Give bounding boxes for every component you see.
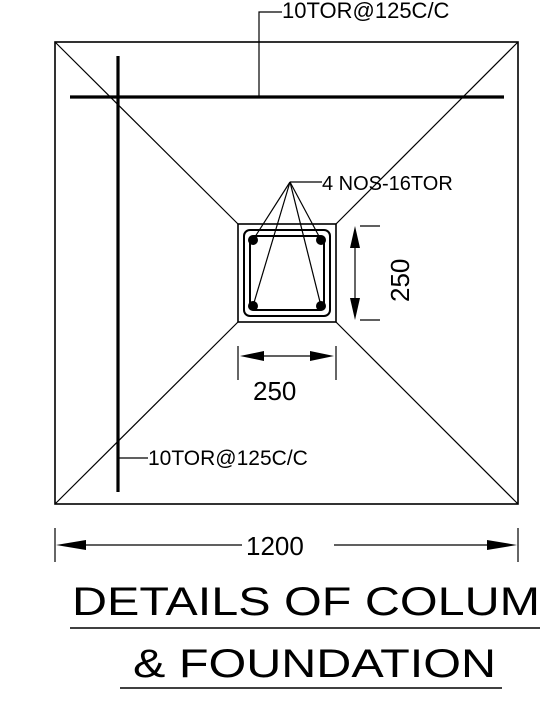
column-stirrup-outer: [243, 229, 331, 317]
bottom-rebar-label: 10TOR@125C/C: [148, 447, 308, 470]
slope-line-top-right: [335, 41, 519, 225]
column-bar-leaders: [252, 181, 322, 307]
dimension-arrow-up: [350, 226, 360, 248]
title-line-1: DETAILS OF COLUM: [72, 580, 540, 624]
column-bar-leader: [252, 181, 291, 241]
footing-slope-lines: [54, 41, 519, 505]
column-width-dimension: [237, 346, 337, 380]
column-bar-leader: [252, 181, 291, 307]
footing-width-label: 1200: [246, 531, 304, 561]
column-bars-label: 4 NOS-16TOR: [322, 173, 453, 195]
column-bar-leader: [289, 181, 322, 241]
top-rebar-label: 10TOR@125C/C: [282, 0, 450, 23]
dimension-arrow-right: [310, 351, 334, 361]
column-depth-dimension: [350, 225, 380, 321]
column-stirrup-inner: [249, 235, 325, 311]
column-outline: [237, 223, 337, 323]
column-main-bars: [248, 235, 326, 311]
dimension-arrow-down: [350, 298, 360, 320]
dimension-arrow-right: [487, 540, 517, 550]
slope-line-top-left: [54, 41, 239, 225]
column-width-label: 250: [253, 376, 296, 406]
footing-width-dimension: [54, 528, 519, 562]
column-depth-label: 250: [385, 259, 415, 302]
title-line-2: & FOUNDATION: [133, 642, 496, 686]
dimension-arrow-left: [56, 540, 86, 550]
dimension-arrow-left: [240, 351, 264, 361]
top-rebar-leader: [258, 11, 282, 97]
slope-line-bottom-left: [54, 321, 239, 505]
footing-outline: [54, 41, 519, 505]
slope-line-bottom-right: [335, 321, 519, 505]
column-bar-leader: [289, 181, 322, 307]
